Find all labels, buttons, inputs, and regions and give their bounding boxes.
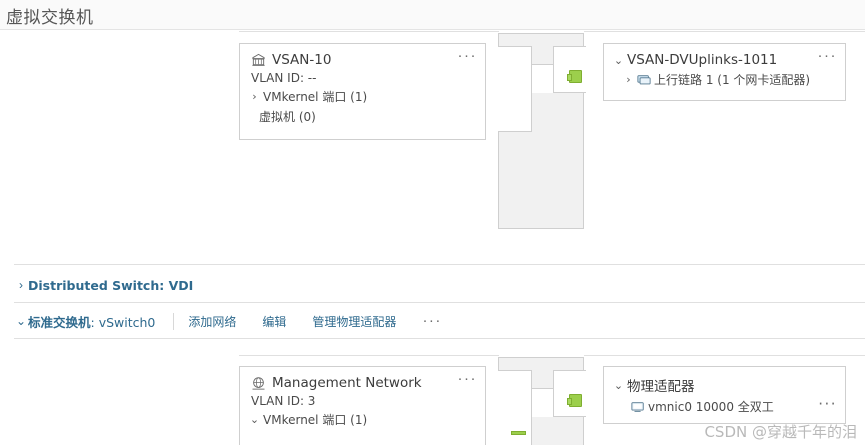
page-title: 虚拟交换机 bbox=[6, 8, 94, 28]
distributed-switch-top-divider bbox=[14, 264, 865, 265]
toolbar-separator bbox=[173, 312, 175, 330]
network-globe-icon bbox=[251, 376, 266, 391]
vmnic0-label: vmnic0 10000 全双工 bbox=[648, 400, 774, 414]
manage-physical-adapters-action[interactable]: 管理物理适配器 bbox=[312, 314, 397, 329]
portgroup-card-menu-icon[interactable]: ··· bbox=[457, 47, 477, 64]
adapter-port-status-indicator bbox=[567, 394, 582, 407]
vmkernel-ports-row[interactable]: › VMkernel 端口 (1) bbox=[240, 85, 485, 105]
topology-rule-left-2 bbox=[239, 355, 499, 356]
topology-connector-top bbox=[498, 33, 586, 229]
virtual-machines-row: 虚拟机 (0) bbox=[240, 105, 485, 125]
section-distributed-switch[interactable]: › Distributed Switch: VDI bbox=[14, 275, 193, 295]
chevron-down-icon[interactable]: ⌄ bbox=[249, 413, 260, 426]
physical-adapter-card[interactable]: ⌄ 物理适配器 vmnic0 10000 全双工 ··· bbox=[603, 366, 846, 424]
standard-switch-label[interactable]: 标准交换机: vSwitch0 bbox=[28, 312, 155, 331]
uplink-port-status-indicator bbox=[567, 70, 582, 83]
topology-rule-right bbox=[584, 31, 865, 32]
uplink-card-vsan[interactable]: ··· ⌄ VSAN-DVUplinks-1011 › 上行链路 1 (1 个网… bbox=[603, 43, 846, 101]
portgroup-card-title: VSAN-10 bbox=[272, 52, 332, 68]
uplink-1-label: 上行链路 1 (1 个网卡适配器) bbox=[654, 73, 811, 87]
standard-switch-top-divider bbox=[14, 302, 865, 303]
vmkernel-ports-label: VMkernel 端口 (1) bbox=[263, 90, 368, 104]
management-vmkernel-ports-row[interactable]: ⌄ VMkernel 端口 (1) bbox=[240, 408, 485, 428]
add-network-action[interactable]: 添加网络 bbox=[188, 314, 237, 329]
chevron-down-icon[interactable]: ⌄ bbox=[15, 314, 27, 328]
chevron-down-icon[interactable]: ⌄ bbox=[613, 53, 624, 67]
page-header: 虚拟交换机 bbox=[0, 0, 865, 29]
topology-rule-left bbox=[239, 31, 499, 32]
nic-adapter-icon bbox=[631, 401, 645, 413]
physical-adapter-card-header[interactable]: ⌄ 物理适配器 bbox=[604, 367, 845, 395]
portgroup-card-vsan[interactable]: ··· VSAN-10 VLAN ID: -- › VMkernel 端口 (1… bbox=[239, 43, 486, 140]
connector-notch-left bbox=[498, 46, 532, 132]
topology-rule-right-2 bbox=[584, 355, 865, 356]
vmnic0-row[interactable]: vmnic0 10000 全双工 ··· bbox=[604, 395, 845, 415]
chevron-down-icon[interactable]: ⌄ bbox=[613, 378, 624, 392]
chevron-right-icon[interactable]: › bbox=[252, 90, 257, 103]
chevron-right-icon[interactable]: › bbox=[19, 278, 23, 292]
watermark-text: CSDN @穿越千年的泪 bbox=[704, 423, 857, 441]
portgroup-card-header: VSAN-10 bbox=[240, 44, 485, 68]
management-vlan-label: VLAN ID: 3 bbox=[251, 394, 316, 408]
edit-action[interactable]: 编辑 bbox=[262, 314, 287, 329]
management-vmkernel-ports-label: VMkernel 端口 (1) bbox=[263, 413, 368, 427]
management-card-title: Management Network bbox=[272, 375, 422, 391]
connector-notch-right bbox=[553, 46, 586, 93]
port-group-icon bbox=[251, 53, 266, 68]
management-card-header: Management Network bbox=[240, 367, 485, 391]
physical-adapter-card-title: 物理适配器 bbox=[627, 379, 695, 395]
uplink-card-header[interactable]: ⌄ VSAN-DVUplinks-1011 bbox=[604, 44, 845, 68]
vmnic0-menu-icon[interactable]: ··· bbox=[818, 395, 837, 413]
topology-connector-bottom bbox=[498, 357, 586, 445]
standard-switch-bottom-divider bbox=[14, 338, 865, 339]
virtual-machines-label: 虚拟机 (0) bbox=[259, 110, 316, 124]
standard-switch-label-name: : vSwitch0 bbox=[90, 314, 156, 330]
standard-switch-menu-icon[interactable]: ··· bbox=[422, 312, 442, 329]
connector-step-2 bbox=[532, 388, 554, 417]
chevron-right-icon[interactable]: › bbox=[626, 73, 631, 86]
section-standard-switch[interactable]: ⌄ 标准交换机: vSwitch0 添加网络 编辑 管理物理适配器 ··· bbox=[14, 310, 442, 332]
standard-switch-label-bold: 标准交换机 bbox=[28, 314, 91, 330]
uplink-card-title: VSAN-DVUplinks-1011 bbox=[627, 52, 778, 68]
connector-step bbox=[532, 64, 554, 93]
management-card-menu-icon[interactable]: ··· bbox=[457, 370, 477, 387]
vmkernel-port-status-indicator bbox=[511, 431, 526, 435]
uplink-1-row[interactable]: › 上行链路 1 (1 个网卡适配器) bbox=[604, 68, 845, 88]
distributed-switch-label[interactable]: Distributed Switch: VDI bbox=[28, 277, 194, 293]
uplink-adapter-icon bbox=[637, 74, 651, 86]
header-divider bbox=[0, 29, 865, 30]
uplink-card-menu-icon[interactable]: ··· bbox=[817, 47, 837, 64]
portgroup-vlan-label: VLAN ID: -- bbox=[251, 71, 317, 85]
portgroup-card-management[interactable]: ··· Management Network VLAN ID: 3 ⌄ VMke… bbox=[239, 366, 486, 445]
